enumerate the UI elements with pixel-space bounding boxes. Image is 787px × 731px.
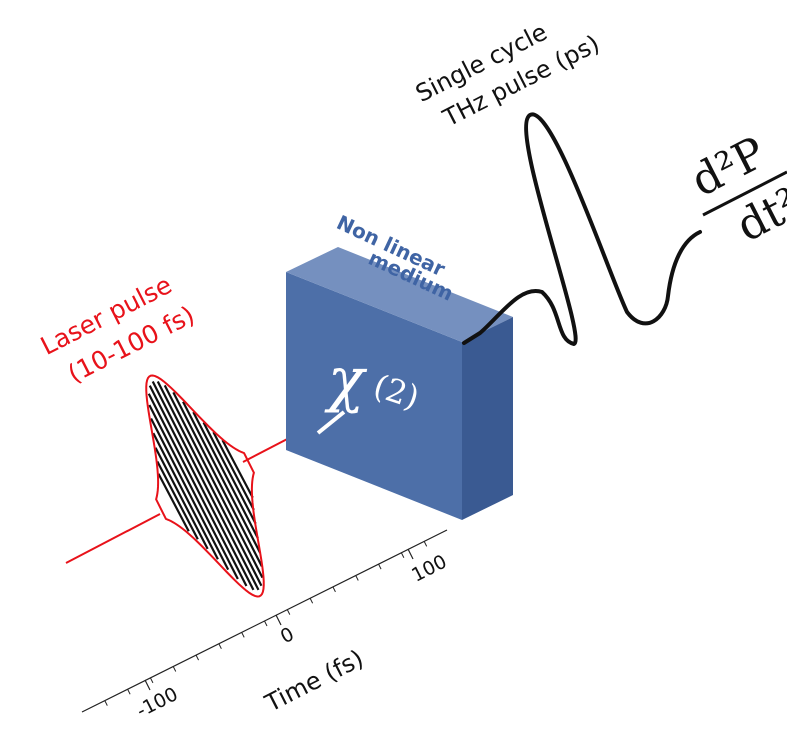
- minor-tick: [355, 575, 359, 581]
- tick-label-minus100: -100: [133, 683, 181, 722]
- time-axis: -100 0 100 Time (fs): [81, 529, 450, 722]
- minor-tick: [172, 666, 177, 672]
- laser-pulse-oscillations: [147, 380, 264, 591]
- tick-mark-minus100: [144, 679, 151, 691]
- tick-label-0: 0: [277, 623, 298, 648]
- pulse-fringe: [202, 422, 257, 525]
- pulse-fringe: [151, 381, 260, 591]
- minor-tick: [264, 620, 268, 627]
- pulse-fringe: [221, 439, 254, 499]
- medium-front-face: [286, 272, 462, 520]
- pulse-fringe: [212, 431, 255, 511]
- pulse-fringe: [152, 432, 219, 560]
- medium-top-face: [286, 247, 513, 342]
- minor-tick: [423, 541, 428, 547]
- pulse-fringe: [172, 391, 263, 567]
- tick-mark-0: [275, 614, 282, 626]
- time-axis-title: Time (fs): [260, 644, 368, 718]
- minor-tick: [195, 654, 200, 661]
- pulse-fringe: [182, 401, 262, 554]
- time-axis-minor-ticks: [104, 541, 428, 706]
- chi-arrow-overlay: [316, 410, 346, 435]
- minor-tick: [149, 677, 154, 684]
- pulse-fringe: [154, 447, 209, 550]
- minor-tick: [286, 609, 291, 615]
- formula-fraction-bar: [702, 170, 787, 217]
- pulse-fringe: [150, 418, 230, 571]
- time-axis-major-ticks: [144, 548, 414, 691]
- minor-tick: [309, 598, 314, 604]
- minor-tick: [218, 643, 222, 649]
- minor-tick: [400, 552, 405, 558]
- laser-pulse-envelope: [145, 374, 265, 598]
- minor-tick: [332, 586, 336, 593]
- laser-beam-incoming: [65, 513, 161, 564]
- thz-pulse-waveform: [462, 112, 702, 346]
- pulse-fringe: [192, 411, 259, 539]
- pulse-fringe: [156, 460, 199, 540]
- nonlinear-medium-block: [286, 247, 513, 520]
- minor-tick: [127, 689, 131, 695]
- tick-mark-100: [407, 548, 414, 560]
- pulse-fringe: [157, 473, 190, 532]
- pulse-fringe: [147, 393, 248, 587]
- chi-symbol: χ: [324, 345, 368, 415]
- minor-tick: [378, 563, 382, 570]
- pulse-fringe: [156, 380, 263, 587]
- minor-tick: [104, 700, 108, 706]
- medium-side-face: [462, 317, 513, 520]
- pulse-fringe: [148, 385, 255, 591]
- minor-tick: [241, 632, 245, 638]
- laser-pulse: [65, 374, 336, 598]
- tick-label-100: 100: [408, 551, 450, 587]
- pulse-fringe: [163, 384, 264, 579]
- pulse-fringe: [148, 404, 239, 580]
